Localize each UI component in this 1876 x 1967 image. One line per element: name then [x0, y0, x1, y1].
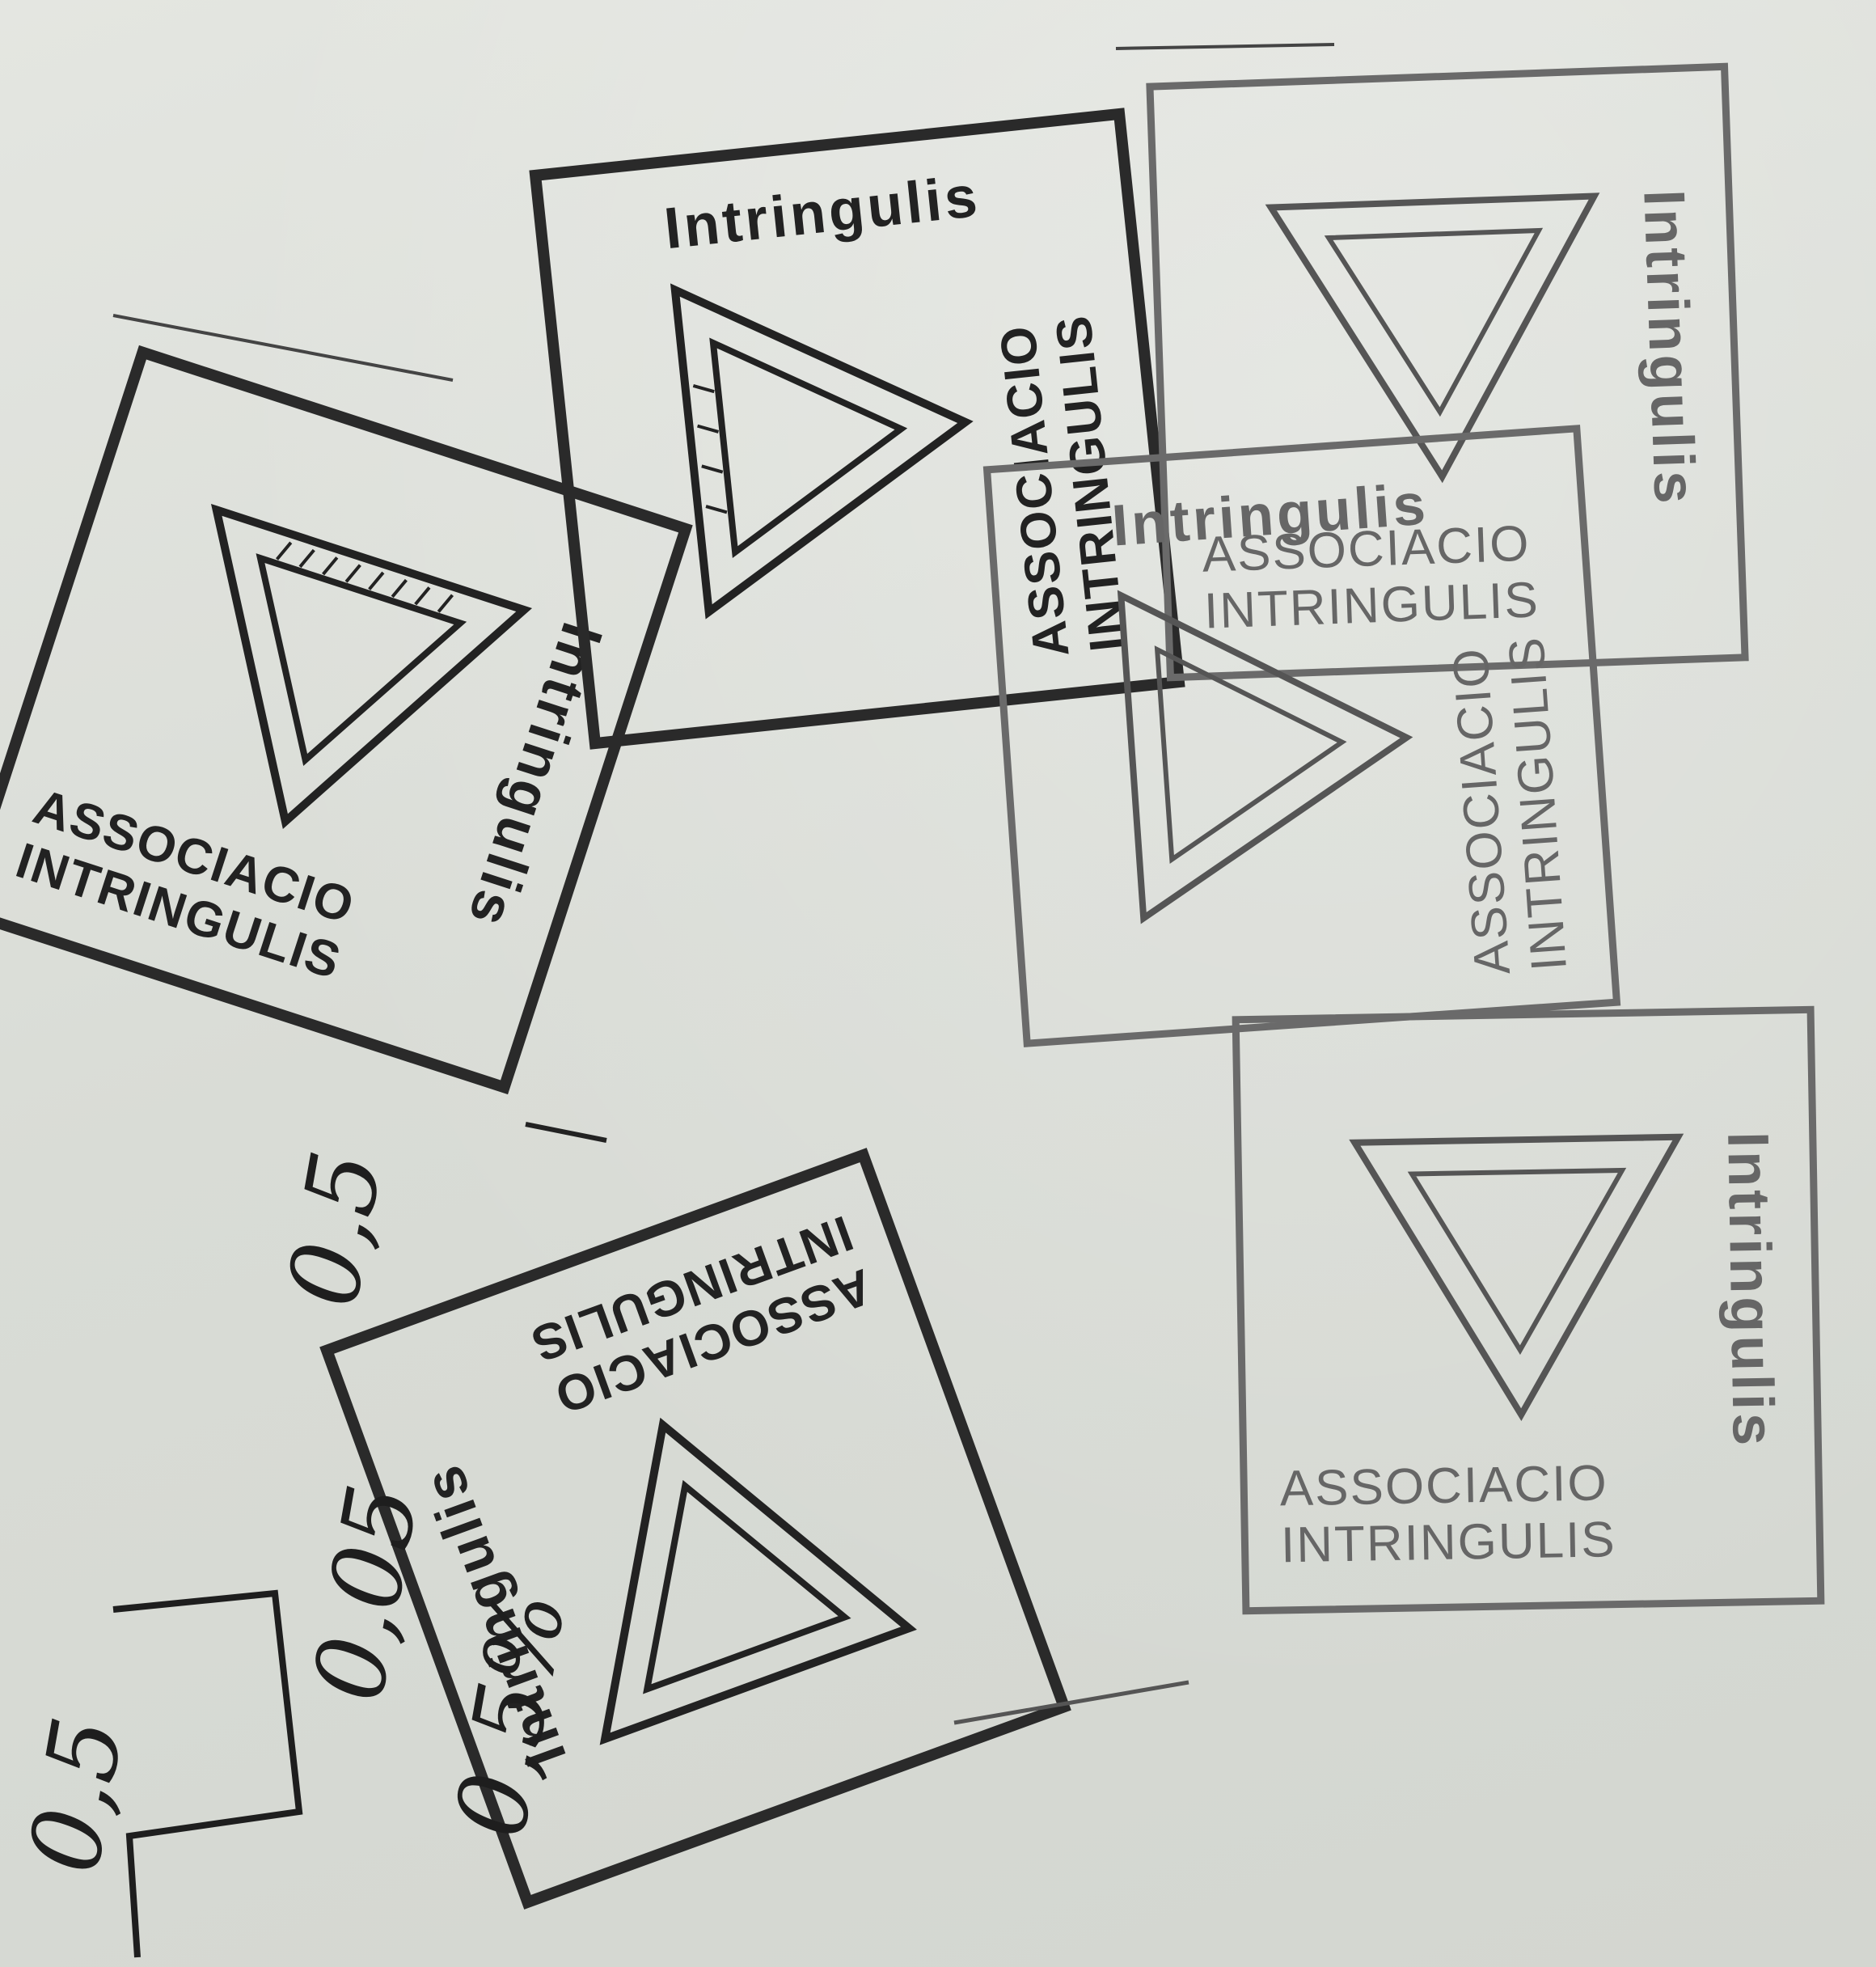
stamp-left: ASSOCIACIO INTRINGULIS Intringulis: [0, 345, 693, 1095]
impossible-triangle-icon: [670, 283, 974, 620]
impossible-triangle-icon: [599, 1417, 917, 1745]
stamp-bottom-middle: ASSOCIACIO INTRINGULIS Intringulis: [319, 1148, 1071, 1910]
stamp-top-right: ASSOCIACIO INTRINGULIS Intringulis: [1146, 62, 1749, 682]
stamp-top-middle: ASSOCIACIO INTRINGULIS Intringulis: [529, 108, 1185, 750]
stamp-lower-right: ASSOCIACIO INTRINGULIS Intringulis: [1232, 1005, 1825, 1615]
impossible-triangle-icon: [1349, 1133, 1684, 1422]
impossible-triangle-icon: [1117, 590, 1413, 924]
impossible-triangle-icon: [1265, 192, 1600, 484]
impossible-triangle-icon: [210, 503, 533, 829]
stamp-middle-right: ASSOCIACIO INTRINGULIS Intringulis: [982, 425, 1621, 1047]
